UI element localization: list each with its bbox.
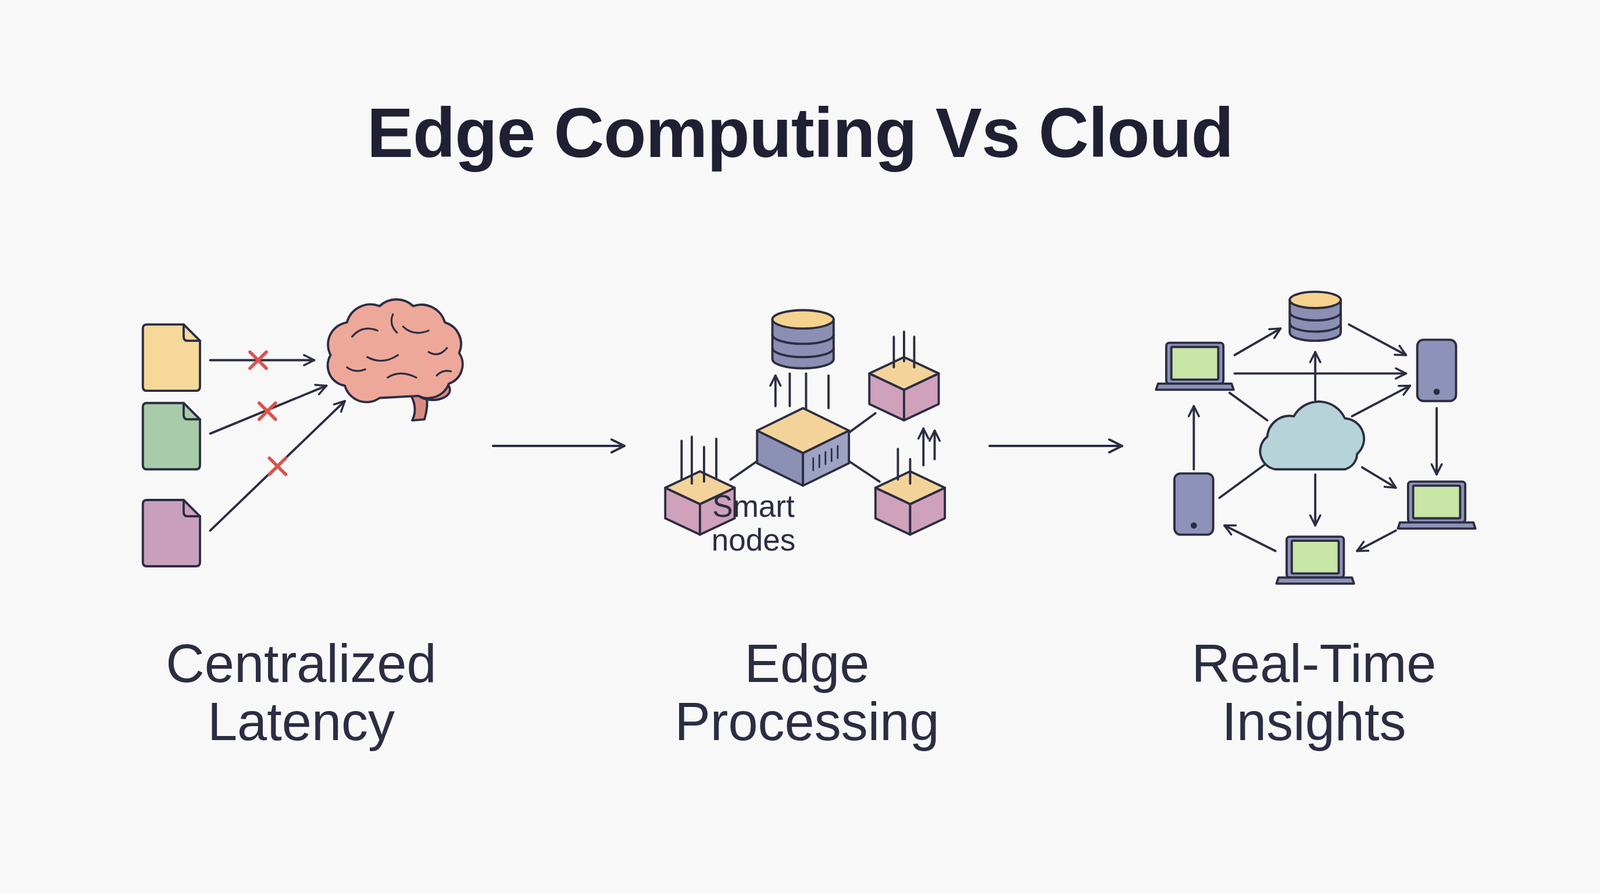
document-icons — [143, 324, 200, 567]
document-icon — [143, 324, 200, 391]
phone-icon — [1417, 339, 1457, 401]
laptop-icon — [1155, 343, 1234, 391]
network-arrow — [1435, 408, 1438, 475]
network-line — [1229, 393, 1268, 421]
database-top — [772, 310, 834, 330]
brain-icon — [327, 299, 463, 421]
data-arrow — [210, 385, 327, 434]
document-icon — [143, 402, 200, 470]
diagram-title: Edge Computing Vs Cloud — [0, 93, 1600, 173]
database-icon — [772, 310, 834, 369]
annotation-label: Smart nodes — [704, 489, 803, 557]
cross-mark — [250, 351, 267, 369]
link-line — [848, 461, 880, 482]
network-arrow — [1234, 328, 1281, 356]
database-icon — [1289, 291, 1341, 341]
database-band — [772, 334, 834, 358]
signal-line — [788, 373, 791, 406]
panel-label-box: Real-Time Insights — [1156, 634, 1471, 751]
signal-line — [893, 331, 914, 367]
laptop-icon — [1397, 481, 1475, 529]
panel-label: Centralized Latency — [144, 634, 459, 751]
network-arrow — [1192, 405, 1195, 470]
signal-line — [681, 436, 717, 484]
document-fold — [183, 402, 200, 420]
panel-label-box: Edge Processing — [650, 634, 964, 751]
brain-outline — [327, 299, 463, 403]
up-arrow — [933, 430, 937, 460]
signal-lines — [681, 331, 935, 484]
central-node-cube — [756, 408, 849, 486]
panel-node: Real-Time Insights — [1122, 290, 1506, 756]
cloud-icon — [1259, 401, 1364, 470]
cube-vents — [813, 445, 838, 471]
cross-mark — [259, 402, 276, 420]
up-arrow — [774, 375, 777, 407]
network-arrow — [1362, 467, 1396, 488]
network-arrow — [1224, 525, 1276, 552]
cube-face — [756, 408, 849, 453]
network-line — [1219, 464, 1266, 499]
link-line — [848, 413, 876, 433]
cross-mark — [269, 458, 286, 475]
blocked-arrows — [210, 360, 346, 531]
network-arrow — [1313, 351, 1317, 400]
network-arrow — [1351, 385, 1410, 417]
panel-label: Real-Time Insights — [1156, 634, 1471, 751]
brain-folds — [347, 314, 452, 378]
network-arrow — [1348, 324, 1406, 356]
network-arrow — [1356, 530, 1396, 552]
edge-node-cube — [869, 356, 939, 421]
data-arrow — [210, 359, 315, 362]
panel-node: Centralized Latency — [109, 290, 494, 756]
signal-line — [827, 375, 830, 409]
panel-label-box: Centralized Latency — [144, 634, 459, 751]
database-top — [1289, 291, 1341, 309]
flow-arrow — [493, 444, 625, 448]
panel-node: Edge Processing — [624, 290, 990, 756]
link-line — [730, 461, 758, 480]
flow-arrow — [989, 444, 1123, 448]
network-arrow — [1234, 372, 1407, 375]
signal-line — [897, 448, 910, 484]
database-band — [1289, 312, 1341, 332]
document-icon — [143, 500, 200, 567]
panel-label: Edge Processing — [650, 634, 964, 751]
document-fold — [183, 500, 200, 517]
up-arrow — [922, 428, 925, 466]
network-arrows — [1193, 324, 1437, 552]
network-arrow — [1313, 474, 1317, 526]
document-fold — [183, 324, 200, 341]
illustration-group — [143, 291, 1476, 584]
laptop-icon — [1276, 536, 1355, 584]
block-marks — [250, 351, 286, 475]
data-arrow — [210, 401, 346, 531]
phone-icon — [1174, 473, 1214, 535]
